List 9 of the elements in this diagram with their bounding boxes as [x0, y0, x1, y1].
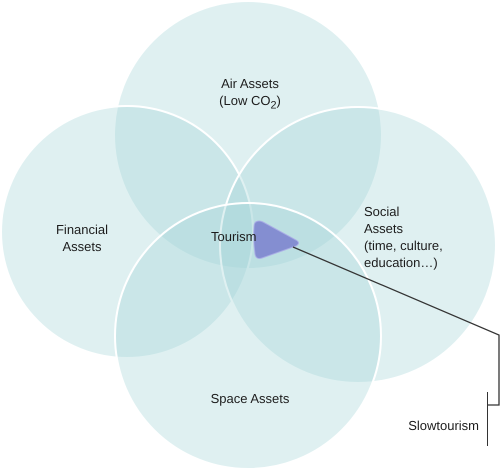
set-label: Social Assets: [364, 203, 404, 237]
set-label: Air Assets: [220, 75, 280, 92]
set-description: (time, culture, education…): [364, 237, 444, 271]
leader-line: [292, 246, 500, 406]
callout-label: Slowtourism: [406, 392, 488, 446]
set-label: Space Assets: [210, 390, 290, 407]
set-description: (Low CO$_{2}$): [218, 92, 282, 114]
overlap-label: Tourism: [211, 228, 257, 245]
set-label: Financial Assets: [54, 221, 110, 255]
